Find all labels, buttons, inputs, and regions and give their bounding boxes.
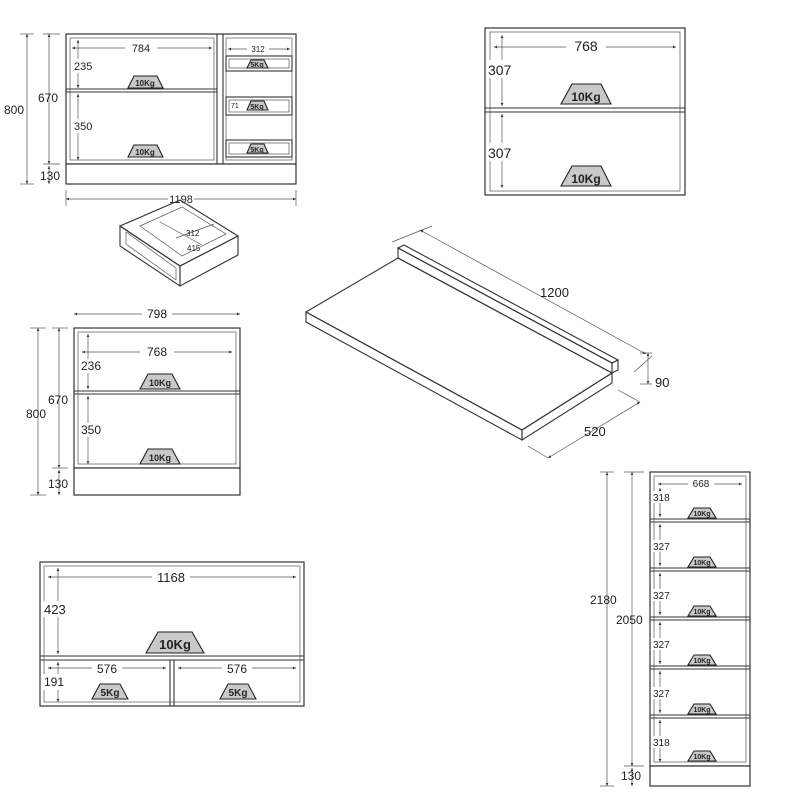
svg-text:5Kg: 5Kg <box>250 104 263 111</box>
svg-text:10Kg: 10Kg <box>571 172 600 186</box>
cabinet-c-plinth-height: 130 <box>48 477 68 491</box>
cabinet-e-body-height: 2050 <box>616 613 643 627</box>
cabinet-d-inner-width: 1168 <box>157 570 185 585</box>
svg-text:10Kg: 10Kg <box>149 453 171 463</box>
cabinet-e-load-badge-3 <box>687 605 717 617</box>
cabinet-e-load-badge-1 <box>687 507 717 519</box>
cabinet-e-load-badge-4 <box>687 654 717 666</box>
cabinet-b-load-badge-top <box>560 83 612 105</box>
cabinet-a-total-height: 800 <box>4 103 24 117</box>
cabinet-e-shelf-2: 327 <box>653 542 670 553</box>
cabinet-d-left-width: 576 <box>97 662 117 676</box>
worktop-upstand-height: 90 <box>655 375 669 390</box>
cabinet-e-shelf-6: 318 <box>653 738 670 749</box>
svg-text:10Kg: 10Kg <box>693 707 710 714</box>
cabinet-e-load-badge-5 <box>687 703 717 715</box>
cabinet-a: 784 312 235 350 10Kg 10Kg 5Kg 71 5Kg 5Kg <box>4 33 297 208</box>
cabinet-c-total-height: 800 <box>26 407 46 421</box>
cabinet-c-load-badge-top <box>139 373 181 390</box>
svg-text:10Kg: 10Kg <box>135 79 155 88</box>
cabinet-e-load-badge-6 <box>687 750 717 762</box>
svg-text:5Kg: 5Kg <box>101 688 120 699</box>
svg-text:10Kg: 10Kg <box>693 658 710 665</box>
cabinet-a-inner-width: 784 <box>132 43 150 55</box>
cabinet-b-width: 768 <box>574 38 598 54</box>
worktop-depth: 520 <box>584 424 606 439</box>
cabinet-e-load-badge-2 <box>687 556 717 568</box>
svg-text:5Kg: 5Kg <box>250 147 263 154</box>
cabinet-d-right-width: 576 <box>227 662 247 676</box>
drawer-detail: 312 415 <box>118 199 240 288</box>
cabinet-c-load-badge-bottom <box>139 448 181 465</box>
cabinet-e-shelf-3: 327 <box>653 591 670 602</box>
svg-text:10Kg: 10Kg <box>693 754 710 761</box>
cabinet-e-plinth <box>649 765 751 787</box>
drawer-detail-depth: 415 <box>187 244 201 253</box>
svg-text:5Kg: 5Kg <box>229 688 248 699</box>
cabinet-d-load-badge-left <box>91 683 129 700</box>
cabinet-d-load-badge-right <box>219 683 257 700</box>
cabinet-d-load-badge-top <box>145 631 205 654</box>
cabinet-a-top-height: 235 <box>74 61 92 73</box>
cabinet-d-top-height: 423 <box>44 602 66 617</box>
cabinet-a-plinth-height: 130 <box>40 169 60 183</box>
cabinet-d: 1168 423 10Kg 576 576 191 5Kg 5Kg <box>39 561 305 707</box>
svg-text:10Kg: 10Kg <box>571 90 600 104</box>
cabinet-a-plinth <box>65 163 297 185</box>
svg-text:10Kg: 10Kg <box>159 637 191 652</box>
cabinet-e-body <box>649 471 751 767</box>
cabinet-e-total-height: 2180 <box>590 593 617 607</box>
cabinet-e-shelf-4: 327 <box>653 640 670 651</box>
worktop-upstand <box>397 247 613 374</box>
worktop-top <box>304 257 614 431</box>
svg-text:10Kg: 10Kg <box>149 378 171 388</box>
cabinet-e-shelf-1: 318 <box>653 493 670 504</box>
drawer-small-dim: 71 <box>231 103 239 110</box>
worktop-length: 1200 <box>540 285 569 300</box>
cabinet-d-bottom-height: 191 <box>44 675 64 689</box>
svg-text:5Kg: 5Kg <box>250 62 263 69</box>
cabinet-c: 798 768 236 350 10Kg 10Kg 800 670 130 <box>26 307 241 496</box>
cabinet-b-shelf-top: 307 <box>488 62 512 78</box>
drawer-3 <box>225 139 293 158</box>
cabinet-c-top-height: 236 <box>81 359 101 373</box>
svg-text:10Kg: 10Kg <box>693 609 710 616</box>
cabinet-e-width: 668 <box>693 479 710 490</box>
cabinet-c-plinth <box>73 467 241 496</box>
cabinet-e-plinth-height: 130 <box>621 769 641 783</box>
cabinet-b-shelf-bottom: 307 <box>488 145 512 161</box>
svg-text:10Kg: 10Kg <box>693 511 710 518</box>
cabinet-e: 668 318 327 327 327 327 318 10Kg 10Kg 10… <box>590 471 751 787</box>
cabinet-e-shelf-5: 327 <box>653 689 670 700</box>
worktop: 1200 90 520 <box>304 225 669 459</box>
svg-text:10Kg: 10Kg <box>693 560 710 567</box>
cabinet-c-body-height: 670 <box>48 393 68 407</box>
cabinet-a-load-badge-top <box>127 75 164 89</box>
cabinet-a-body-height: 670 <box>38 91 58 105</box>
svg-text:10Kg: 10Kg <box>135 148 155 157</box>
cabinet-a-bottom-height: 350 <box>74 121 92 133</box>
drawer-1 <box>225 55 293 72</box>
cabinet-c-bottom-height: 350 <box>81 423 101 437</box>
cabinet-b: 768 307 307 10Kg 10Kg <box>484 27 686 196</box>
cabinet-b-load-badge-bottom <box>560 165 612 187</box>
cabinet-c-inner-width: 768 <box>147 345 167 359</box>
cabinet-a-load-badge-bottom <box>127 144 164 158</box>
drawer-detail-width: 312 <box>186 229 200 238</box>
drawer-2 <box>225 96 293 116</box>
cabinet-c-total-width: 798 <box>147 307 167 321</box>
cabinet-a-drawer-width: 312 <box>251 45 265 54</box>
